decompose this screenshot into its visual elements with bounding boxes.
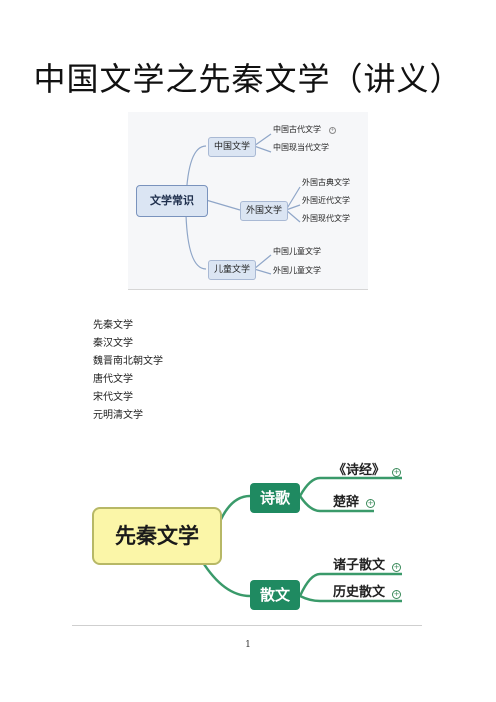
expand-icon[interactable]: + — [329, 127, 336, 134]
pre-qin-literature-mindmap: 先秦文学 诗歌 散文 《诗经》 + 楚辞 + 诸子散文 + 历史散文 + — [84, 456, 410, 616]
list-item: 秦汉文学 — [93, 338, 133, 349]
list-item: 元明清文学 — [93, 410, 143, 421]
expand-icon[interactable]: + — [392, 563, 401, 572]
leaf-chinese-children-literature[interactable]: 中国儿童文学 — [273, 247, 321, 256]
literature-period-list: 先秦文学 秦汉文学 魏晋南北朝文学 唐代文学 宋代文学 元明清文学 — [93, 317, 163, 425]
branch-chinese-literature[interactable]: 中国文学 — [208, 137, 256, 157]
branch-foreign-literature[interactable]: 外国文学 — [240, 201, 288, 221]
leaf-ancient-chinese-literature[interactable]: 中国古代文学 — [273, 125, 321, 134]
list-item: 先秦文学 — [93, 320, 133, 331]
mindmap1-connectors — [185, 133, 301, 275]
leaf-philosophers-prose[interactable]: 诸子散文 — [332, 558, 385, 573]
expand-icon[interactable]: + — [392, 590, 401, 599]
leaf-foreign-children-literature[interactable]: 外国儿童文学 — [273, 266, 321, 275]
leaf-modern-foreign-literature[interactable]: 外国现代文学 — [302, 214, 350, 223]
page-number: 1 — [245, 640, 251, 650]
list-item: 魏晋南北朝文学 — [93, 356, 163, 367]
branch-children-literature[interactable]: 儿童文学 — [208, 260, 256, 280]
leaf-chu-ci[interactable]: 楚辞 — [332, 495, 359, 510]
footer-divider — [72, 625, 422, 626]
leaf-book-of-songs[interactable]: 《诗经》 — [332, 463, 385, 478]
branch-poetry[interactable]: 诗歌 — [250, 483, 300, 513]
mindmap2-root[interactable]: 先秦文学 — [92, 507, 222, 565]
leaf-modern-chinese-literature[interactable]: 中国现当代文学 — [273, 143, 329, 152]
list-item: 唐代文学 — [93, 374, 133, 385]
expand-icon[interactable]: + — [366, 499, 375, 508]
leaf-historical-prose[interactable]: 历史散文 — [332, 585, 385, 600]
mindmap1-root[interactable]: 文学常识 — [136, 185, 208, 217]
leaf-classical-foreign-literature[interactable]: 外国古典文学 — [302, 178, 350, 187]
list-item: 宋代文学 — [93, 392, 133, 403]
branch-prose[interactable]: 散文 — [250, 580, 300, 610]
expand-icon[interactable]: + — [392, 468, 401, 477]
page-title: 中国文学之先秦文学（讲义） — [33, 60, 463, 98]
leaf-early-modern-foreign-literature[interactable]: 外国近代文学 — [302, 196, 350, 205]
literature-knowledge-mindmap: 文学常识 中国文学 外国文学 儿童文学 中国古代文学 + 中国现当代文学 外国古… — [128, 112, 368, 290]
